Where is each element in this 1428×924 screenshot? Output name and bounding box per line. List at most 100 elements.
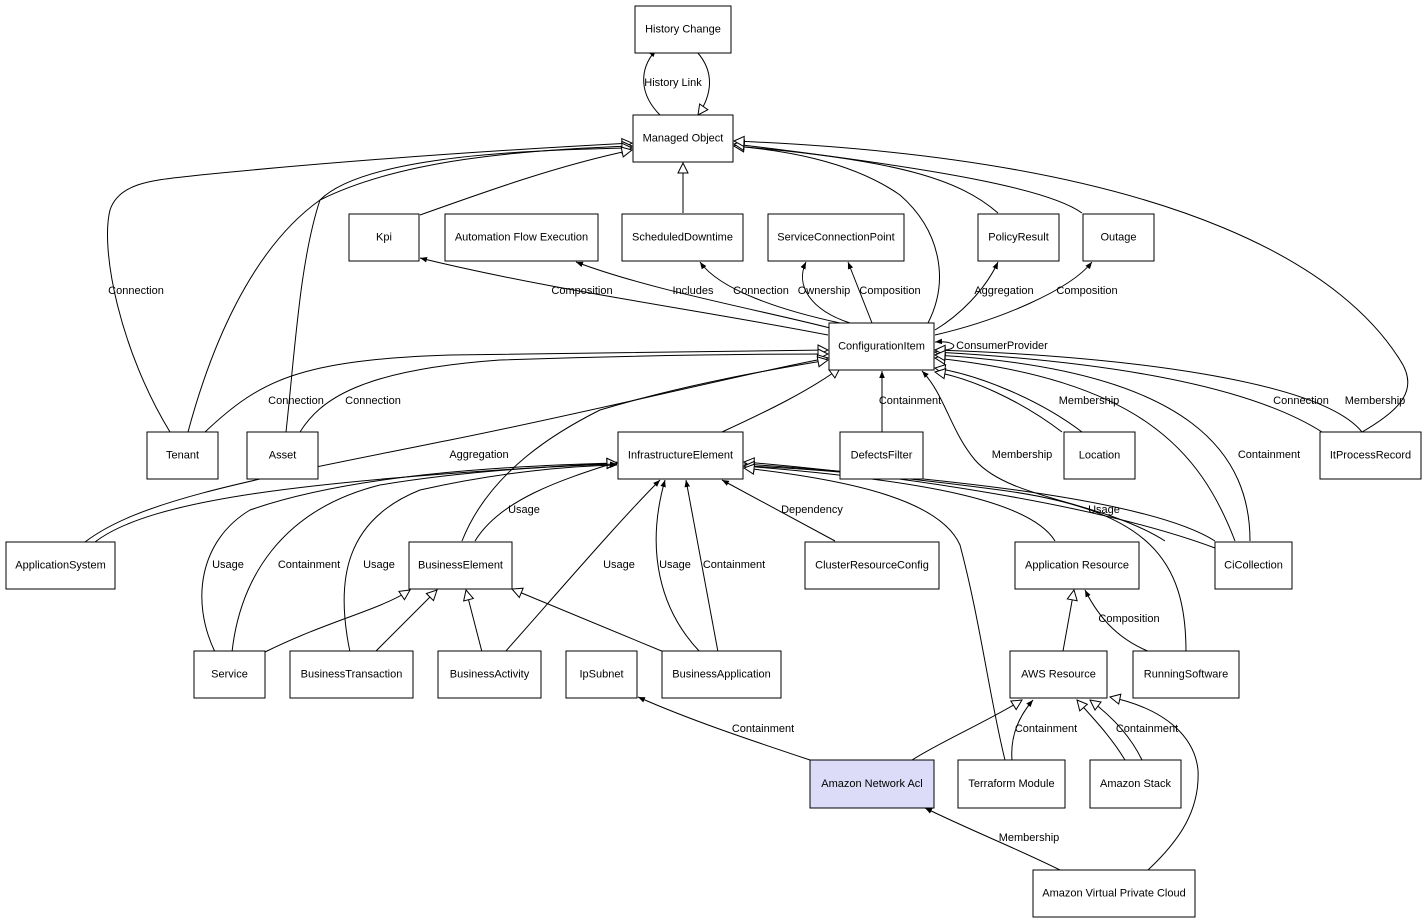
node-amazon-stack[interactable]: Amazon Stack	[1089, 759, 1182, 809]
node-label: Application Resource	[1025, 560, 1129, 572]
node-asset[interactable]: Asset	[246, 431, 319, 480]
node-configuration-item[interactable]: ConfigurationItem	[828, 322, 935, 371]
edge-location-membership	[935, 368, 1083, 433]
edge-label-stack-containment: Containment	[1116, 723, 1178, 735]
edge-asset-mo	[285, 148, 632, 433]
edge-appres-ie	[744, 466, 1056, 542]
edge-stack-containment	[1090, 700, 1143, 761]
edge-label-tenant-connection-ci: Connection	[268, 395, 324, 407]
node-label: ClusterResourceConfig	[815, 560, 929, 572]
node-cluster-resource-config[interactable]: ClusterResourceConfig	[804, 541, 940, 590]
edge-cicol-ie	[744, 462, 1216, 549]
edge-ci-mo	[734, 146, 940, 324]
node-application-resource[interactable]: Application Resource	[1014, 541, 1140, 590]
edge-label-rs-composition: Composition	[1098, 613, 1159, 625]
node-scheduled-downtime[interactable]: ScheduledDowntime	[621, 213, 744, 262]
edge-be-ci	[461, 360, 828, 542]
edge-bapp-usage	[655, 479, 701, 653]
node-running-software[interactable]: RunningSoftware	[1132, 650, 1240, 699]
edge-label-vpc-membership: Membership	[999, 832, 1060, 844]
node-label: IpSubnet	[579, 669, 623, 681]
node-service[interactable]: Service	[193, 650, 266, 699]
edge-bapp-containment	[684, 479, 719, 653]
node-defects-filter[interactable]: DefectsFilter	[839, 431, 924, 480]
node-business-activity[interactable]: BusinessActivity	[437, 650, 542, 699]
node-label: Tenant	[166, 450, 199, 462]
edge-tf-containment	[1011, 699, 1034, 761]
edge-tf-ie	[744, 468, 1006, 761]
node-amazon-network-acl[interactable]: Amazon Network Acl	[809, 759, 935, 809]
edge-label-tf-containment: Containment	[1015, 723, 1077, 735]
edge-ba-usage	[504, 479, 661, 653]
edge-label-service-containment: Containment	[278, 559, 340, 571]
node-tenant[interactable]: Tenant	[146, 431, 219, 480]
edge-service-containment	[231, 461, 618, 653]
edge-kpi-mo	[419, 150, 632, 216]
edge-policy-aggregation	[934, 261, 999, 331]
edge-itpr-membership	[935, 350, 1363, 433]
edge-label-location-membership: Membership	[1059, 395, 1120, 407]
node-label: RunningSoftware	[1144, 669, 1228, 681]
edge-kpi-composition	[419, 256, 829, 336]
node-application-system[interactable]: ApplicationSystem	[5, 541, 116, 590]
edge-label-bt-usage: Usage	[363, 559, 395, 571]
node-amazon-vpc[interactable]: Amazon Virtual Private Cloud	[1032, 869, 1196, 918]
edge-label-afe-includes: Includes	[673, 285, 714, 297]
edge-tenant-connection-mo	[107, 143, 633, 433]
node-business-application[interactable]: BusinessApplication	[661, 650, 782, 699]
edge-label-asset-connection-ci: Connection	[345, 395, 401, 407]
node-business-transaction[interactable]: BusinessTransaction	[289, 650, 414, 699]
node-terraform-module[interactable]: Terraform Module	[957, 759, 1066, 809]
edge-cicol-ci	[935, 355, 1251, 542]
edge-label-outage-composition: Composition	[1056, 285, 1117, 297]
node-label: Amazon Virtual Private Cloud	[1042, 888, 1185, 900]
edge-cicol-containment	[935, 358, 1236, 542]
node-label: ApplicationSystem	[15, 560, 106, 572]
node-location[interactable]: Location	[1063, 431, 1136, 480]
node-label: ItProcessRecord	[1330, 450, 1411, 462]
edge-scp-composition	[847, 261, 873, 324]
node-infrastructure-element[interactable]: InfrastructureElement	[617, 431, 744, 480]
node-label: Terraform Module	[968, 778, 1054, 790]
node-service-connection-point[interactable]: ServiceConnectionPoint	[767, 213, 905, 262]
edge-aws-appres	[1062, 590, 1074, 652]
edge-ba-be	[466, 590, 483, 653]
node-managed-object[interactable]: Managed Object	[632, 114, 734, 163]
node-label: ScheduledDowntime	[632, 232, 733, 244]
edge-policy-mo	[734, 146, 999, 214]
edge-label-sd-connection: Connection	[733, 285, 789, 297]
edge-label-kpi-composition: Composition	[551, 285, 612, 297]
edge-be-usage	[474, 461, 618, 542]
node-label: Amazon Network Acl	[821, 778, 922, 790]
node-label: Kpi	[376, 232, 392, 244]
node-kpi[interactable]: Kpi	[348, 213, 420, 262]
node-it-process-record[interactable]: ItProcessRecord	[1319, 431, 1422, 480]
edge-itpr-mo	[734, 141, 1409, 433]
node-history-change[interactable]: History Change	[634, 5, 732, 54]
node-ip-subnet[interactable]: IpSubnet	[565, 650, 638, 699]
edge-label-tenant-connection-mo: Connection	[108, 285, 164, 297]
edge-sd-connection	[699, 261, 841, 324]
node-outage[interactable]: Outage	[1082, 213, 1155, 262]
edge-cluster-dependency	[721, 479, 836, 542]
edge-itpr-connection	[935, 352, 1323, 433]
edge-consumer-provider	[934, 338, 955, 351]
node-label: BusinessElement	[418, 560, 503, 572]
edge-bt-usage	[343, 462, 618, 653]
node-policy-result[interactable]: PolicyResult	[977, 213, 1060, 262]
node-ci-collection[interactable]: CiCollection	[1214, 541, 1293, 590]
node-automation-flow-execution[interactable]: Automation Flow Execution	[444, 213, 599, 262]
node-label: AWS Resource	[1021, 669, 1096, 681]
node-business-element[interactable]: BusinessElement	[408, 541, 513, 590]
edge-label-bapp-usage: Usage	[659, 559, 691, 571]
edge-location-ci	[935, 372, 1063, 433]
edge-label-history-link: History Link	[644, 77, 702, 89]
edge-appsys-ie	[94, 463, 617, 543]
edge-rs-composition	[1084, 589, 1151, 653]
node-label: Amazon Stack	[1100, 778, 1171, 790]
edge-bt-be	[374, 590, 437, 653]
edge-label-be-usage: Usage	[508, 504, 540, 516]
edge-afe-includes	[575, 261, 831, 329]
node-aws-resource[interactable]: AWS Resource	[1009, 650, 1108, 699]
node-label: ServiceConnectionPoint	[777, 232, 894, 244]
